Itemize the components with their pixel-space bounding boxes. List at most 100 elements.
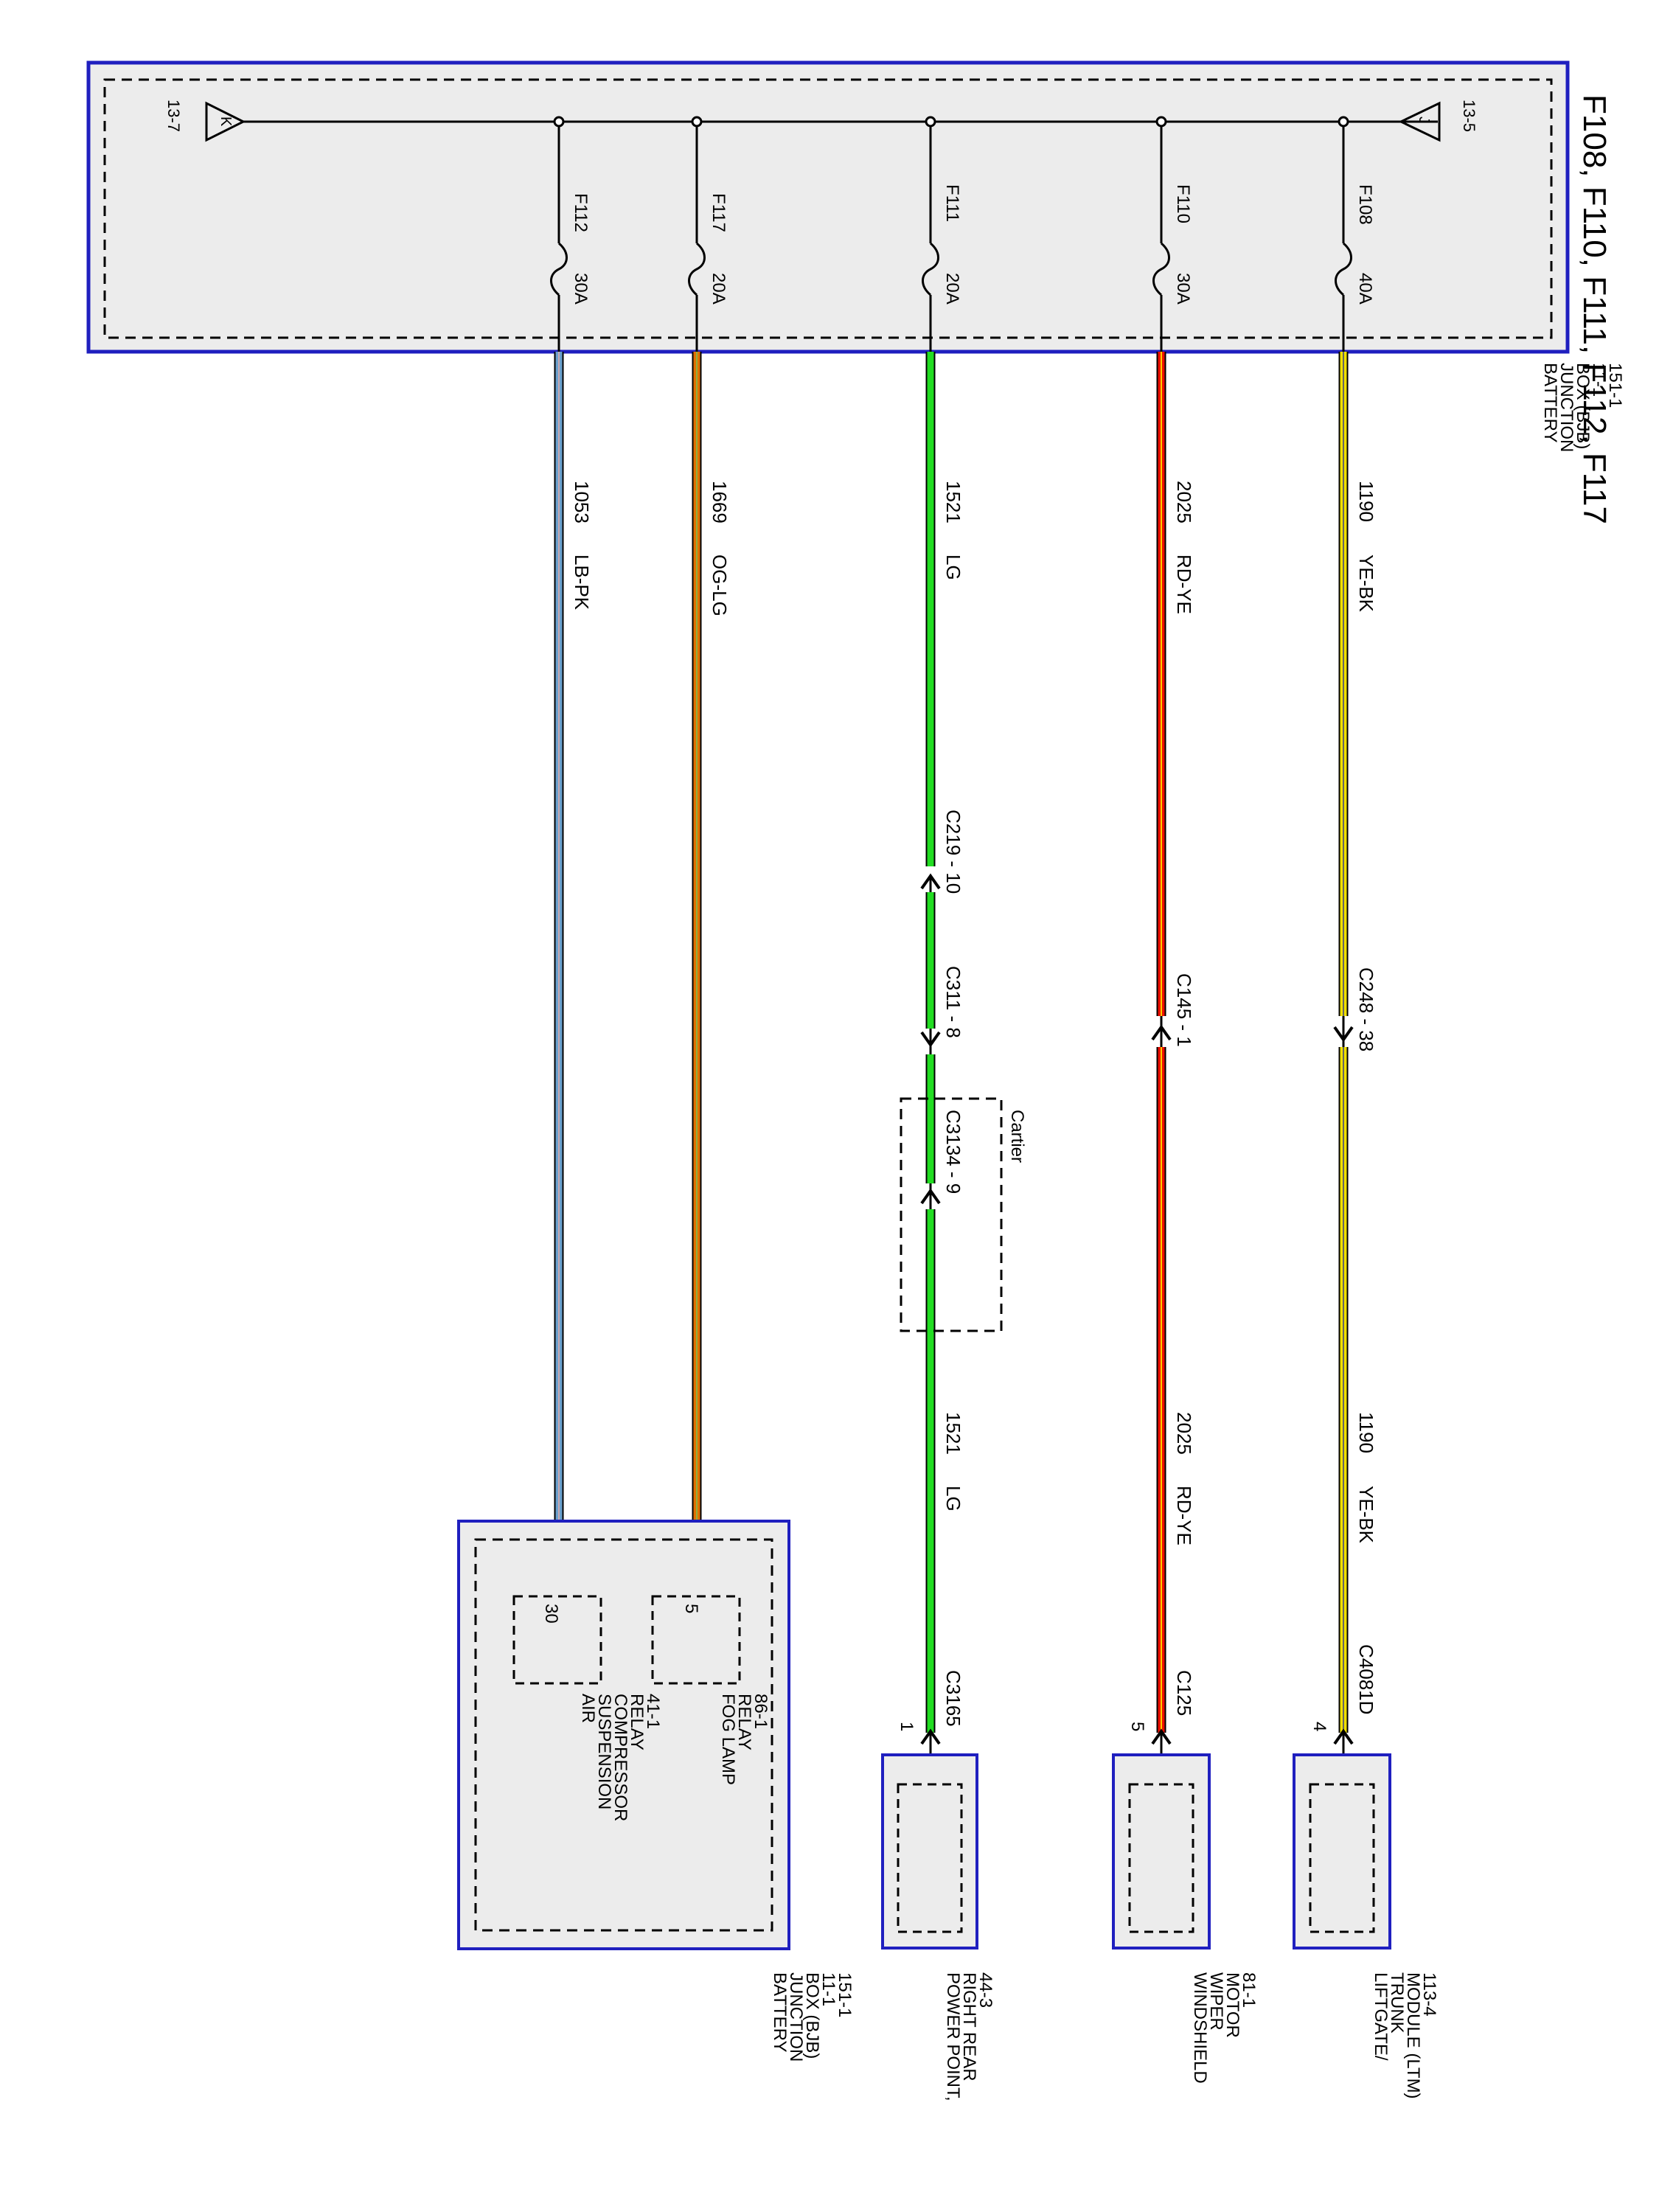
fuse-name: F111 — [942, 184, 962, 222]
wire-2025: 2025 RD-YE 2025 RD-YE — [1156, 352, 1195, 1733]
svg-text:11-1: 11-1 — [818, 1972, 838, 2006]
connector-c4081d: C4081D — [1355, 1644, 1377, 1714]
svg-text:C3134 - 9: C3134 - 9 — [942, 1110, 964, 1194]
connector-c125: C125 — [1173, 1670, 1195, 1716]
cartier-label: Cartier — [1007, 1110, 1027, 1163]
svg-text:C248 - 38: C248 - 38 — [1355, 967, 1377, 1051]
svg-text:RELAY: RELAY — [734, 1694, 754, 1750]
svg-text:C219 - 10: C219 - 10 — [942, 810, 964, 894]
svg-text:WIPER: WIPER — [1206, 1972, 1226, 2031]
svg-text:41-1: 41-1 — [643, 1694, 663, 1729]
wire-1053: 1053 LB-PK — [554, 352, 593, 1596]
wire-circuit-2: 1521 — [942, 1412, 964, 1455]
wire-circuit: 1669 — [709, 481, 731, 524]
diagram-title-group: F108, F110, F111, F112, F117 — [1576, 94, 1613, 524]
wire-circuit: 1190 — [1355, 481, 1377, 522]
ref-right-label: 13-5 — [1460, 100, 1478, 132]
component-bjb-bottom: 30 5 FOG LAMP RELAY 86-1 AIR SUSPENSION … — [457, 1520, 855, 2062]
svg-text:FOG LAMP: FOG LAMP — [718, 1694, 738, 1785]
svg-text:WINDSHIELD: WINDSHIELD — [1190, 1972, 1210, 2084]
ref-arrow-right-icon — [1398, 101, 1441, 142]
relay-pin-30: 30 — [541, 1604, 561, 1624]
ref-left-label: 13-7 — [164, 100, 183, 132]
fuse-name: F108 — [1355, 184, 1375, 225]
wire-color-code: YE-BK — [1355, 554, 1377, 613]
bjb-top-inner-border — [103, 78, 1553, 339]
connector-c248: C248 - 38 — [1333, 967, 1377, 1051]
fuse-symbol-icon — [550, 242, 568, 296]
svg-text:SUSPENSION: SUSPENSION — [594, 1694, 614, 1809]
svg-text:151-1: 151-1 — [835, 1972, 855, 2017]
wire-color-code-2: RD-YE — [1173, 1486, 1195, 1545]
connector-c125-pin: 5 — [1127, 1722, 1147, 1731]
connector-c3165: C3165 — [942, 1670, 964, 1727]
svg-text:LIFTGATE/: LIFTGATE/ — [1371, 1972, 1391, 2061]
fog-lamp-relay-label: FOG LAMP RELAY 86-1 — [718, 1694, 771, 1785]
svg-text:AIR: AIR — [578, 1694, 598, 1723]
fuse-symbol-icon — [1335, 242, 1352, 296]
bjb-bottom-label: BATTERY JUNCTION BOX (BJB) 11-1 151-1 — [770, 1972, 855, 2062]
component-ltm: C4081D 4 LIFTGATE/ TRUNK MODULE (LTM) 11… — [1293, 1644, 1439, 2099]
fuse-rating: 30A — [1173, 273, 1193, 305]
fuse-f108: F108 40A — [1335, 116, 1375, 352]
svg-text:JUNCTION: JUNCTION — [1557, 363, 1576, 452]
wire-circuit: 2025 — [1173, 481, 1195, 524]
wire-color-code: OG-LG — [709, 554, 731, 616]
fuse-rating: 40A — [1355, 273, 1375, 305]
svg-text:BOX (BJB): BOX (BJB) — [1573, 363, 1593, 449]
bjb-top-label: BATTERY JUNCTION BOX (BJB) 11-1 151-1 — [1540, 363, 1625, 452]
svg-text:BOX (BJB): BOX (BJB) — [802, 1972, 822, 2059]
wire-color-code: RD-YE — [1173, 554, 1195, 614]
fuse-f111: F111 20A — [922, 116, 962, 352]
wire-circuit: 1521 — [942, 481, 964, 524]
fuse-symbol-icon — [1152, 242, 1170, 296]
fuse-symbol-icon — [922, 242, 939, 296]
fuse-name: F117 — [709, 193, 728, 232]
fuse-f117: F117 20A — [688, 116, 728, 352]
svg-text:TRUNK: TRUNK — [1387, 1972, 1407, 2034]
wire-color-code: LG — [942, 554, 964, 580]
svg-text:RIGHT REAR: RIGHT REAR — [959, 1972, 979, 2081]
connector-c145: C145 - 1 — [1151, 973, 1195, 1047]
wire-color-code-2: LG — [942, 1486, 964, 1512]
bjb-top-box — [86, 60, 1570, 354]
svg-text:151-1: 151-1 — [1605, 363, 1625, 408]
ref-arrow-left-icon — [205, 101, 246, 142]
wire-1669: 1669 OG-LG — [692, 352, 731, 1596]
fuse-symbol-icon — [688, 242, 706, 296]
component-power-point: C3165 1 POWER POINT, RIGHT REAR 44-3 — [881, 1670, 995, 2101]
fuse-f110: F110 30A — [1152, 116, 1193, 352]
svg-text:MOTOR: MOTOR — [1222, 1972, 1242, 2038]
svg-text:81-1: 81-1 — [1239, 1972, 1259, 2008]
cartier-box — [900, 1097, 1003, 1332]
diagram-title: F108, F110, F111, F112, F117 — [1576, 94, 1613, 524]
wire-circuit-2: 1190 — [1355, 1412, 1377, 1453]
fuse-rating: 30A — [571, 273, 591, 305]
fuse-rating: 20A — [709, 273, 728, 305]
svg-text:BATTERY: BATTERY — [770, 1972, 790, 2052]
svg-text:86-1: 86-1 — [751, 1694, 771, 1729]
wire-1190: 1190 YE-BK 1190 YE-BK — [1338, 352, 1377, 1733]
svg-text:113-4: 113-4 — [1419, 1972, 1439, 2017]
connector-c3134: C3134 - 9 — [920, 1110, 964, 1209]
connector-c4081d-pin: 4 — [1310, 1722, 1329, 1731]
component-wiper-motor: C125 5 WINDSHIELD WIPER MOTOR 81-1 — [1112, 1670, 1259, 2084]
fuse-rating: 20A — [942, 273, 962, 305]
svg-text:MODULE (LTM): MODULE (LTM) — [1403, 1972, 1423, 2099]
relay-pin-5: 5 — [681, 1604, 701, 1613]
fuse-name: F112 — [571, 193, 591, 232]
svg-text:11-1: 11-1 — [1589, 363, 1609, 397]
svg-text:BATTERY: BATTERY — [1540, 363, 1560, 442]
air-suspension-relay-label: AIR SUSPENSION COMPRESSOR RELAY 41-1 — [578, 1694, 663, 1821]
svg-text:POWER POINT,: POWER POINT, — [943, 1972, 963, 2101]
wire-color-code-2: YE-BK — [1355, 1486, 1377, 1544]
connector-c311: C311 - 8 — [920, 966, 964, 1054]
ref-left-symbol: K — [218, 116, 234, 127]
svg-text:44-3: 44-3 — [975, 1972, 995, 2008]
connector-c219: C219 - 10 — [920, 810, 964, 894]
wire-color-code: LB-PK — [571, 554, 593, 611]
svg-text:C311 - 8: C311 - 8 — [942, 966, 964, 1038]
wire-circuit: 1053 — [571, 481, 593, 524]
wire-circuit-2: 2025 — [1173, 1412, 1195, 1455]
svg-text:JUNCTION: JUNCTION — [786, 1972, 806, 2062]
